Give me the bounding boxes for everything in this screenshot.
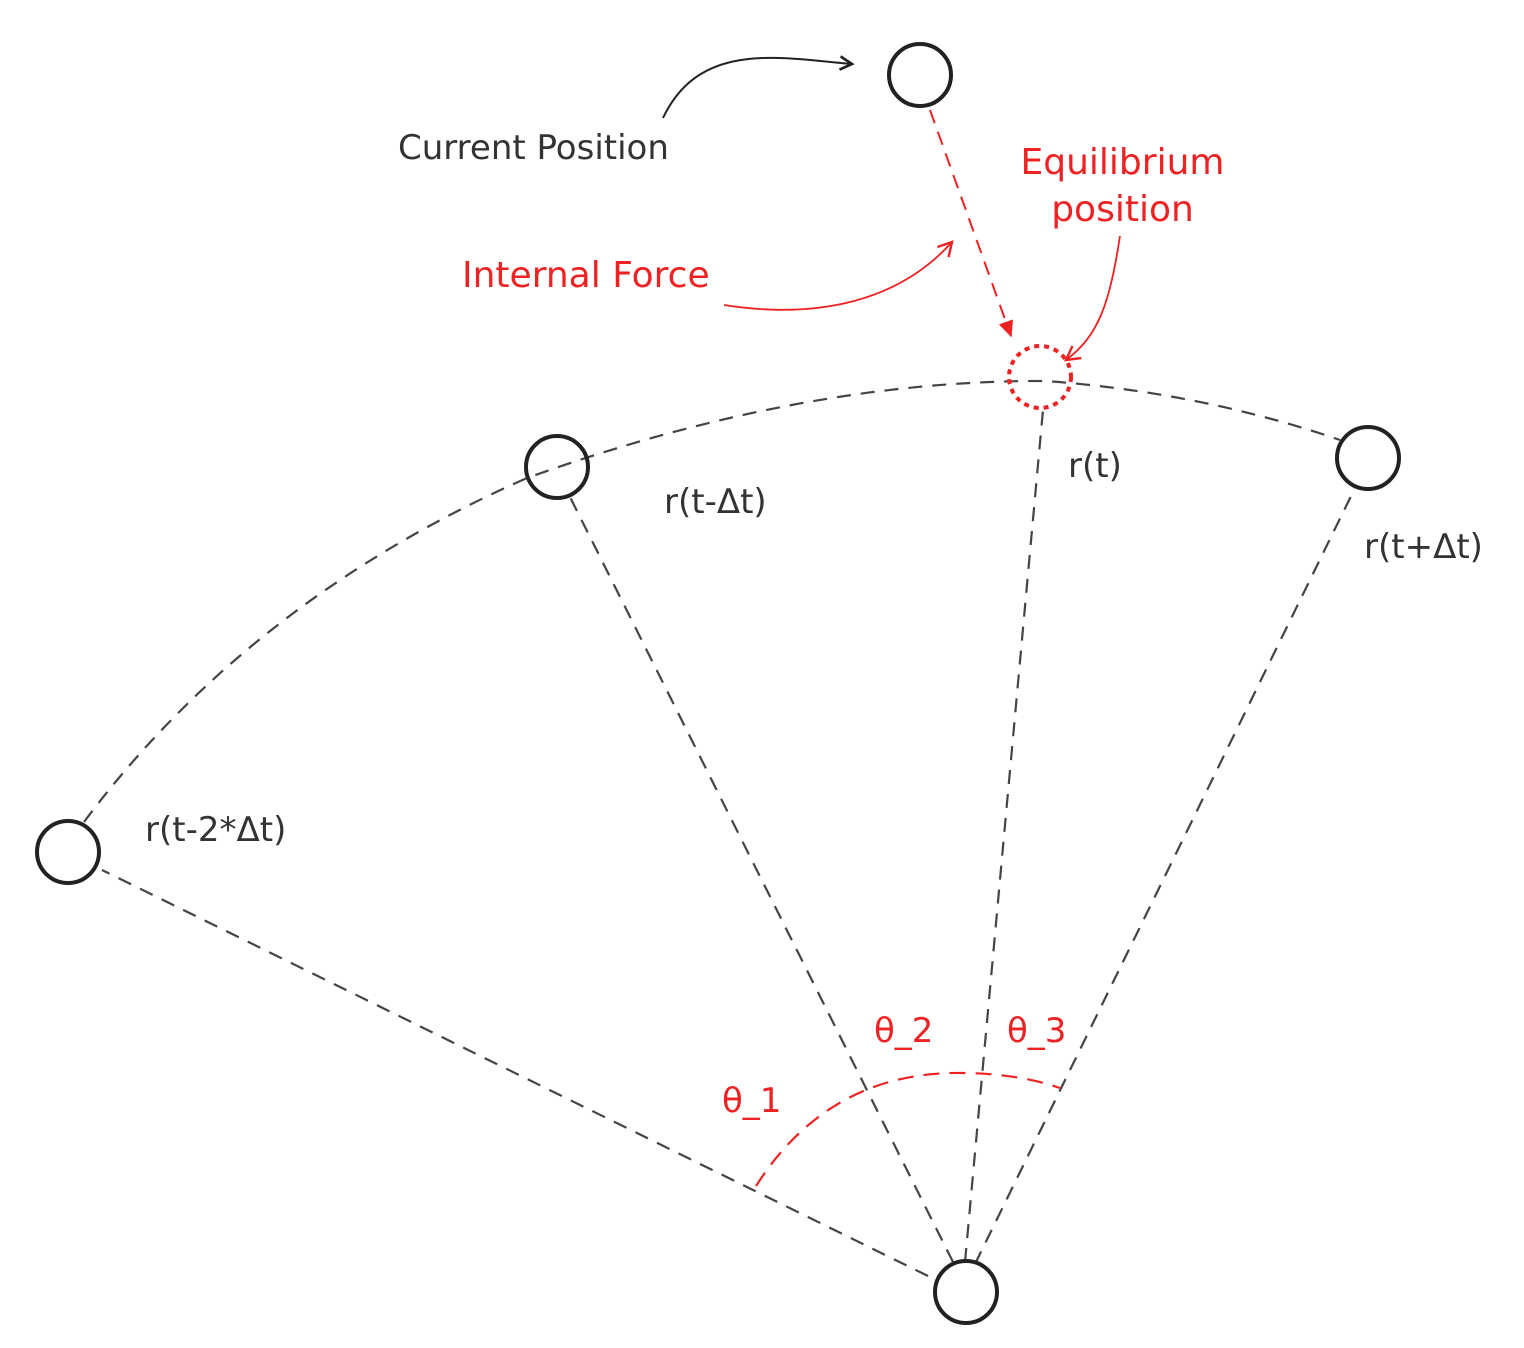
label-r-t-plus-dt: r(t+Δt) (1364, 527, 1483, 567)
label-theta-1: θ_1 (722, 1081, 782, 1121)
internal-force-arrow (929, 109, 1013, 338)
angle-arc (755, 1071, 1061, 1187)
node-r-t-minus-2dt (35, 819, 101, 885)
label-theta-2: θ_2 (874, 1011, 934, 1051)
radius-line-t-plus-dt (974, 489, 1355, 1265)
label-theta-3: θ_3 (1007, 1011, 1067, 1051)
equilibrium-position-pointer (1064, 235, 1121, 362)
radius-line-t-minus-dt (569, 496, 954, 1263)
label-r-t: r(t) (1068, 446, 1122, 486)
current-position-pointer (662, 58, 852, 119)
node-equilibrium-position (1007, 344, 1073, 410)
trajectory-arc (83, 379, 1341, 823)
radius-line-t-minus-2dt (101, 869, 929, 1277)
node-origin (933, 1259, 999, 1325)
label-r-t-minus-dt: r(t-Δt) (664, 482, 767, 522)
label-equilibrium-position: Equilibrium position (1020, 142, 1225, 230)
radius-line-t (963, 409, 1045, 1263)
label-internal-force: Internal Force (462, 255, 710, 296)
node-r-t-minus-dt (524, 434, 590, 500)
label-r-t-minus-2dt: r(t-2*Δt) (145, 810, 287, 850)
label-current-position: Current Position (398, 128, 669, 168)
internal-force-pointer (723, 240, 954, 311)
node-current-position (887, 42, 953, 108)
node-r-t-plus-dt (1335, 425, 1401, 491)
